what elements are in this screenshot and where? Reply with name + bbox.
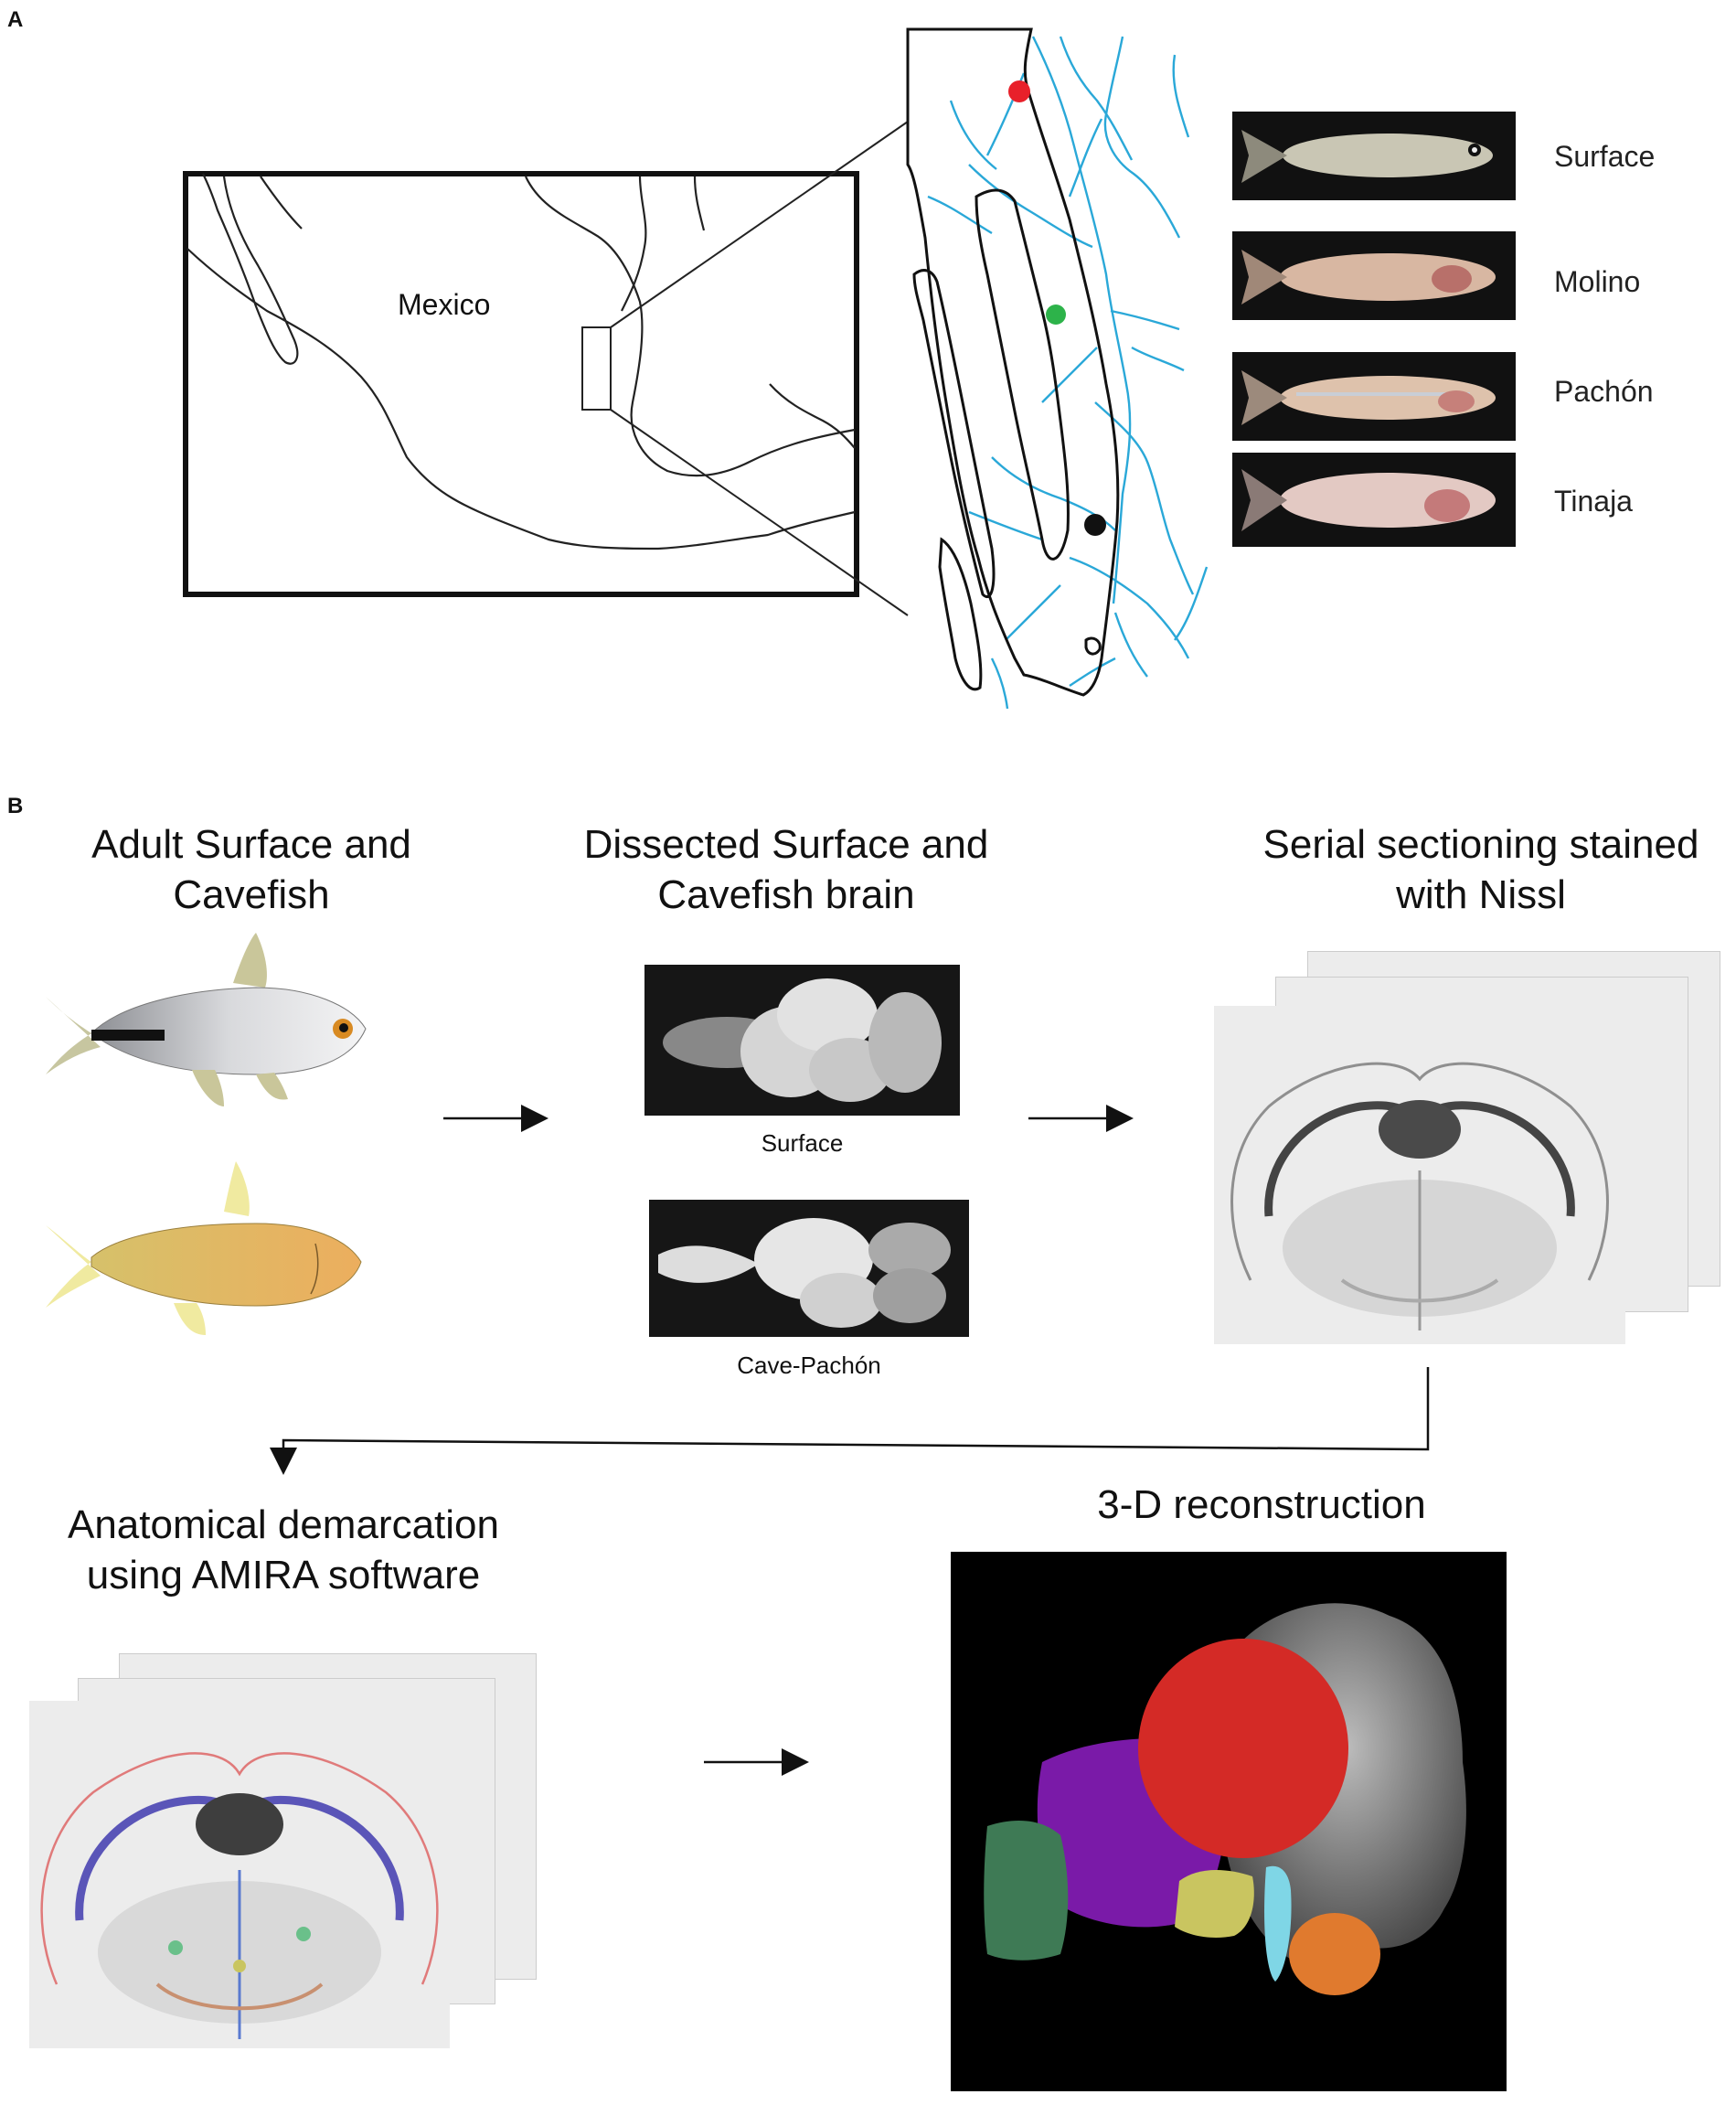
mexico-label: Mexico xyxy=(398,288,491,321)
surface-fish-illustration xyxy=(46,933,367,1106)
fish-label-tinaja: Tinaja xyxy=(1554,485,1633,518)
fish-photo-molino xyxy=(1232,231,1516,320)
fish-label-pachon: Pachón xyxy=(1554,375,1654,408)
amira-slice-front xyxy=(29,1701,450,2048)
step-anatomical-title: Anatomical demarcation using AMIRA softw… xyxy=(46,1500,521,1600)
brain-photo-surface xyxy=(644,965,960,1116)
recon-green-region xyxy=(984,1821,1069,1961)
section-slice-front xyxy=(1214,1006,1625,1344)
recon-cyan-region xyxy=(1264,1865,1292,1982)
mexico-map-frame xyxy=(183,171,859,597)
step-serial-title-line1: Serial sectioning stained xyxy=(1262,822,1699,867)
site-dot-red xyxy=(1008,80,1030,102)
step-serial-title-line2: with Nissl xyxy=(1396,872,1566,917)
fish-photo-surface xyxy=(1232,112,1516,200)
panel-b-label: B xyxy=(7,794,24,818)
fish-photo-tinaja xyxy=(1232,453,1516,547)
recon-yellow-region xyxy=(1175,1870,1254,1938)
fish-illustrations xyxy=(46,933,367,1335)
step-dissected-title-line1: Dissected Surface and xyxy=(583,822,989,867)
step-anatomical-title-line2: using AMIRA software xyxy=(86,1553,481,1597)
zoom-line-bottom xyxy=(610,409,909,616)
step-anatomical-title-line1: Anatomical demarcation xyxy=(67,1502,499,1547)
panel-a-map-graphic xyxy=(183,27,1209,710)
region-outline xyxy=(906,27,1120,697)
step-dissected-title: Dissected Surface and Cavefish brain xyxy=(544,819,1028,920)
step-reconstruction-title: 3-D reconstruction xyxy=(1097,1482,1426,1527)
recon-orange-region xyxy=(1289,1913,1380,1995)
step-serial-title: Serial sectioning stained with Nissl xyxy=(1230,819,1732,920)
step-adult-title-line2: Cavefish xyxy=(173,872,330,917)
mexico-coastline xyxy=(186,173,856,550)
arrow-serial-to-anatomical xyxy=(270,1367,1430,1475)
step-adult-title: Adult Surface and Cavefish xyxy=(37,819,466,920)
panel-a-label: A xyxy=(7,7,24,32)
site-dot-green xyxy=(1046,305,1066,325)
river-network xyxy=(927,36,1209,710)
step-adult-title-line1: Adult Surface and xyxy=(91,822,411,867)
fish-label-surface: Surface xyxy=(1554,140,1656,173)
site-dot-black xyxy=(1084,514,1106,536)
recon-red-region xyxy=(1138,1639,1348,1858)
cave-fish-illustration xyxy=(46,1161,362,1335)
brain-caption-surface: Surface xyxy=(761,1129,844,1157)
zoom-line-top xyxy=(610,121,909,328)
reconstruction-3d-view xyxy=(951,1552,1507,2091)
brain-caption-cave: Cave-Pachón xyxy=(737,1352,881,1379)
fish-label-molino: Molino xyxy=(1554,265,1641,298)
brain-photo-cave xyxy=(649,1200,969,1337)
step-dissected-title-line2: Cavefish brain xyxy=(657,872,915,917)
fish-photo-pachon xyxy=(1232,352,1516,441)
